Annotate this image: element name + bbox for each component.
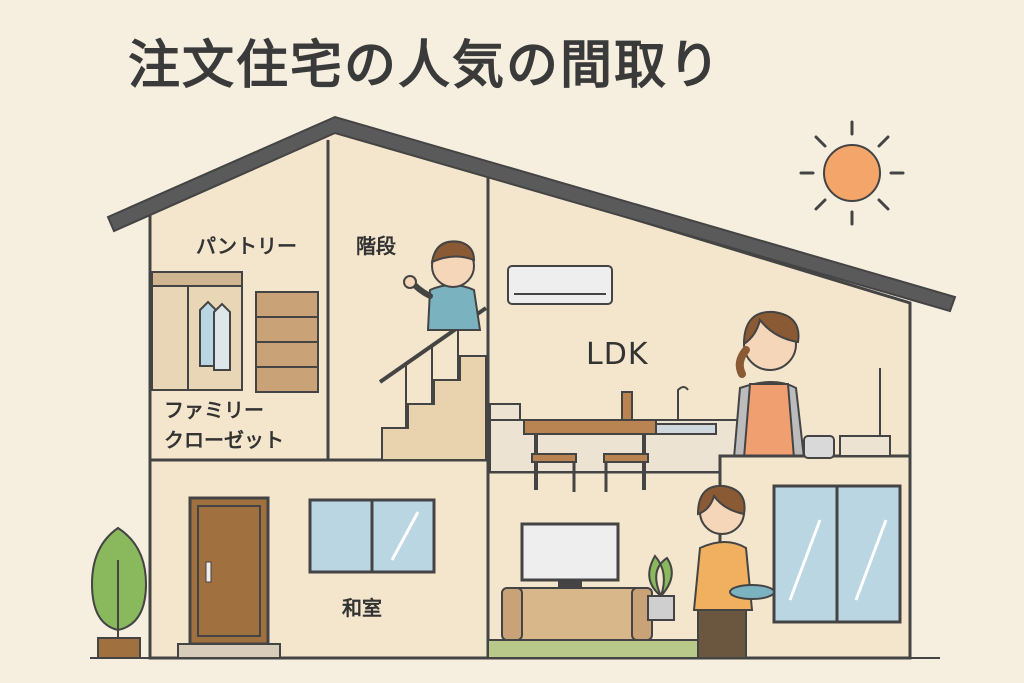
pantry-shelf bbox=[255, 291, 319, 393]
room-label-stairs: 階段 bbox=[356, 234, 396, 258]
room-label-ldk: LDK bbox=[586, 337, 649, 372]
roof bbox=[106, 115, 957, 313]
family-closet bbox=[151, 271, 243, 391]
sofa bbox=[501, 587, 653, 641]
dining-table bbox=[523, 391, 657, 492]
potted-plant-icon bbox=[647, 554, 675, 621]
front-door bbox=[177, 496, 281, 659]
sun-icon bbox=[799, 120, 905, 226]
room-label-family-closet-line1: ファミリー bbox=[164, 398, 264, 422]
room-label-washitsu: 和室 bbox=[342, 596, 382, 620]
living-window bbox=[772, 484, 902, 624]
page-title: 注文住宅の人気の間取り bbox=[128, 36, 723, 96]
room-label-family-closet-line2: クローゼット bbox=[164, 428, 284, 452]
washitsu-window bbox=[308, 498, 436, 574]
woman-with-plates bbox=[692, 484, 775, 659]
waving-child bbox=[403, 240, 482, 331]
tv-icon bbox=[520, 522, 620, 588]
floor-rug bbox=[487, 639, 709, 659]
room-label-pantry: パントリー bbox=[196, 234, 297, 258]
tree-icon bbox=[90, 526, 148, 659]
air-conditioner-icon bbox=[507, 265, 613, 305]
mother-cooking bbox=[732, 310, 806, 459]
staircase bbox=[378, 306, 488, 461]
